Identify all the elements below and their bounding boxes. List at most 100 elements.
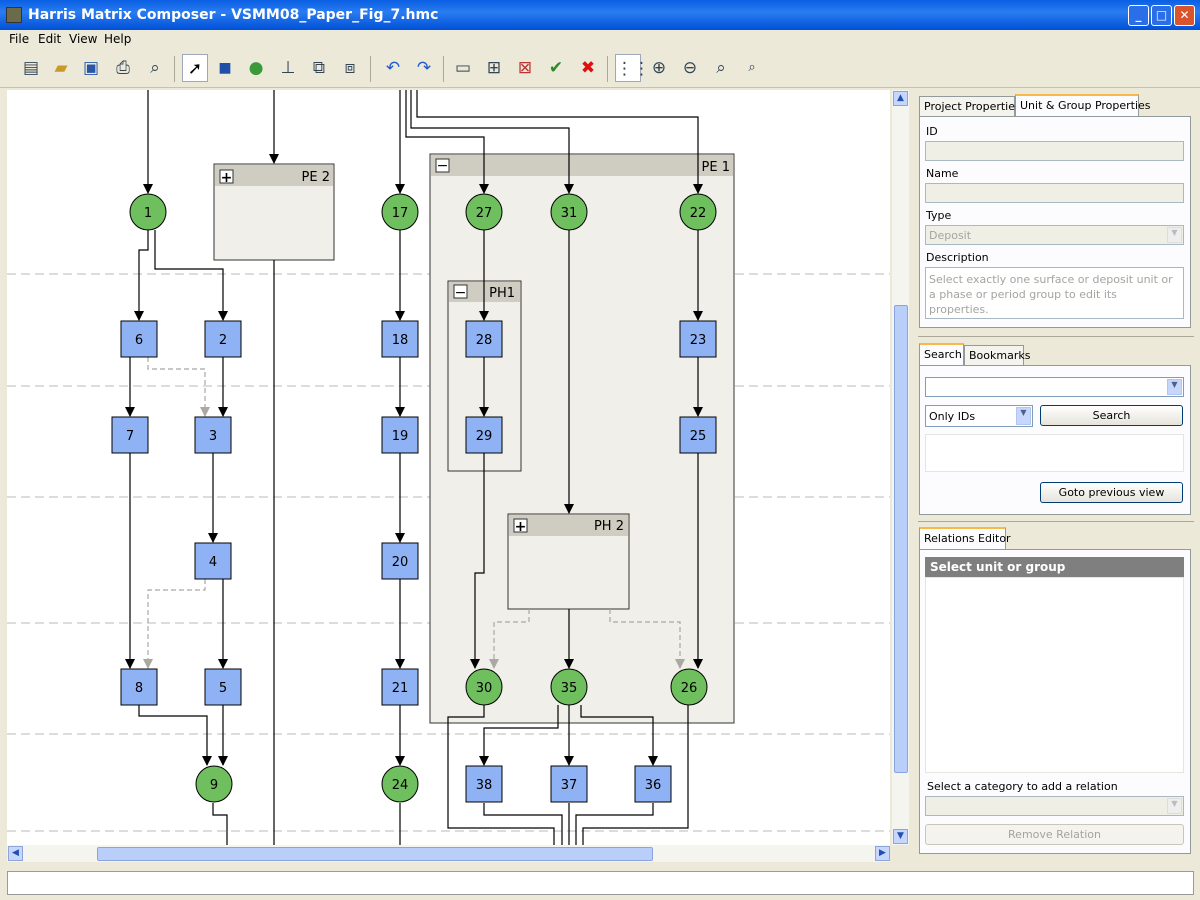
deposit-unit-icon[interactable]: ■ xyxy=(218,60,232,76)
deposit-label: 18 xyxy=(392,333,409,348)
relations-list[interactable] xyxy=(925,577,1184,773)
undo-icon[interactable]: ↶ xyxy=(385,58,401,78)
open-icon[interactable]: ▰ xyxy=(54,58,68,78)
surface-unit[interactable]: 26 xyxy=(670,668,708,706)
menu-edit[interactable]: Edit xyxy=(38,32,62,46)
deposit-unit[interactable]: 38 xyxy=(465,765,503,803)
scroll-up-icon[interactable]: ▲ xyxy=(893,91,908,106)
deposit-unit[interactable]: 4 xyxy=(194,542,232,580)
tab-bookmarks[interactable]: Bookmarks xyxy=(964,345,1030,365)
zoom-out-icon[interactable]: ⊖ xyxy=(682,58,698,78)
deposit-unit[interactable]: 36 xyxy=(634,765,672,803)
surface-unit[interactable]: 24 xyxy=(381,765,419,803)
splitter[interactable] xyxy=(918,521,1194,522)
surface-unit[interactable]: 9 xyxy=(195,765,233,803)
tab-project-properties[interactable]: Project Properties xyxy=(919,96,1021,116)
splitter[interactable] xyxy=(918,336,1194,337)
deposit-unit[interactable]: 25 xyxy=(679,416,717,454)
scroll-down-icon[interactable]: ▼ xyxy=(893,829,908,844)
tab-search[interactable]: Search xyxy=(919,343,964,365)
deposit-unit[interactable]: 7 xyxy=(111,416,149,454)
deposit-unit[interactable]: 2 xyxy=(204,320,242,358)
relations-tabs: Relations Editor xyxy=(919,527,1191,549)
search-input[interactable]: ▼ xyxy=(925,377,1184,397)
deposit-unit[interactable]: 5 xyxy=(204,668,242,706)
deposit-unit[interactable]: 3 xyxy=(194,416,232,454)
deposit-unit[interactable]: 20 xyxy=(381,542,419,580)
add-period-icon[interactable]: ⧈ xyxy=(344,58,356,78)
vertical-scroll-thumb[interactable] xyxy=(894,305,908,773)
minimize-button[interactable]: _ xyxy=(1128,5,1149,26)
select-pointer-icon[interactable]: ➚ xyxy=(182,54,208,82)
deposit-unit[interactable]: 8 xyxy=(120,668,158,706)
group-pe2[interactable]: + PE 2 xyxy=(213,163,335,261)
search-results-list[interactable] xyxy=(925,434,1184,472)
menu-help[interactable]: Help xyxy=(104,32,132,46)
close-button[interactable]: ✕ xyxy=(1174,5,1195,26)
relation-category-select[interactable]: ▼ xyxy=(925,796,1184,816)
scroll-right-icon[interactable]: ▶ xyxy=(875,846,890,861)
zoom-in-icon[interactable]: ⊕ xyxy=(651,58,667,78)
deposit-unit[interactable]: 6 xyxy=(120,320,158,358)
delete-icon[interactable]: ✖ xyxy=(580,58,596,78)
scroll-left-icon[interactable]: ◀ xyxy=(8,846,23,861)
save-icon[interactable]: ▣ xyxy=(82,58,100,78)
id-field[interactable] xyxy=(925,141,1184,161)
horizontal-scroll-thumb[interactable] xyxy=(97,847,653,861)
chevron-down-icon: ▼ xyxy=(1167,379,1182,395)
surface-unit[interactable]: 27 xyxy=(465,193,503,231)
layout-tree-icon[interactable]: ⊞ xyxy=(486,58,502,78)
add-phase-icon[interactable]: ⧉ xyxy=(312,58,326,78)
print-preview-icon[interactable]: ⌕ xyxy=(150,58,160,78)
surface-unit-icon[interactable]: ● xyxy=(248,58,264,78)
remove-relation-button[interactable]: Remove Relation xyxy=(925,824,1184,845)
search-button[interactable]: Search xyxy=(1040,405,1183,426)
surface-unit[interactable]: 35 xyxy=(550,668,588,706)
type-label: Type xyxy=(926,209,952,222)
redo-icon[interactable]: ↷ xyxy=(416,58,432,78)
deposit-unit[interactable]: 23 xyxy=(679,320,717,358)
surface-unit[interactable]: 1 xyxy=(129,193,167,231)
new-matrix-icon[interactable]: ▤ xyxy=(22,58,40,78)
goto-previous-view-button[interactable]: Goto previous view xyxy=(1040,482,1183,503)
name-field[interactable] xyxy=(925,183,1184,203)
layout-horizontal-icon[interactable]: ▭ xyxy=(454,58,472,78)
deposit-unit[interactable]: 19 xyxy=(381,416,419,454)
add-relation-icon[interactable]: ⊥ xyxy=(280,58,296,78)
group-ph2[interactable]: + PH 2 xyxy=(507,513,630,610)
pe1-label: PE 1 xyxy=(702,160,730,175)
check-relations-icon[interactable]: ⊠ xyxy=(517,58,533,78)
deposit-unit[interactable]: 28 xyxy=(465,320,503,358)
ph2-toggle-icon: + xyxy=(515,519,527,535)
maximize-button[interactable]: □ xyxy=(1151,5,1172,26)
deposit-unit[interactable]: 21 xyxy=(381,668,419,706)
surface-unit[interactable]: 30 xyxy=(465,668,503,706)
print-icon[interactable]: ⎙ xyxy=(116,58,130,78)
deposit-label: 23 xyxy=(690,333,707,348)
menu-bar: File Edit View Help xyxy=(0,30,1200,50)
surface-label: 9 xyxy=(210,778,218,793)
type-select[interactable]: Deposit ▼ xyxy=(925,225,1184,245)
validate-icon[interactable]: ✔ xyxy=(548,58,564,78)
deposit-label: 2 xyxy=(219,333,227,348)
deposit-unit[interactable]: 29 xyxy=(465,416,503,454)
deposit-unit[interactable]: 18 xyxy=(381,320,419,358)
zoom-100-icon[interactable]: ⌕ xyxy=(748,60,756,75)
tab-unit-group-properties[interactable]: Unit & Group Properties xyxy=(1015,94,1151,116)
app-icon xyxy=(6,7,22,23)
search-mode-select[interactable]: Only IDs ▼ xyxy=(925,405,1033,427)
menu-view[interactable]: View xyxy=(69,32,98,46)
grid-icon[interactable]: ⋮⋮ xyxy=(615,54,650,82)
description-field[interactable]: Select exactly one surface or deposit un… xyxy=(925,267,1184,319)
surface-unit[interactable]: 17 xyxy=(381,193,419,231)
chevron-down-icon: ▼ xyxy=(1016,407,1031,425)
surface-unit[interactable]: 31 xyxy=(550,193,588,231)
surface-unit[interactable]: 22 xyxy=(679,193,717,231)
matrix-canvas[interactable]: − PE 1 + PE 2 − PH1 + PH 2 xyxy=(7,90,890,845)
menu-file[interactable]: File xyxy=(9,32,30,46)
surface-label: 17 xyxy=(392,206,409,221)
tab-relations-editor[interactable]: Relations Editor xyxy=(919,527,1011,549)
zoom-fit-icon[interactable]: ⌕ xyxy=(716,58,726,78)
properties-panel: ID Name Type Deposit ▼ Description Selec… xyxy=(919,116,1191,328)
deposit-unit[interactable]: 37 xyxy=(550,765,588,803)
